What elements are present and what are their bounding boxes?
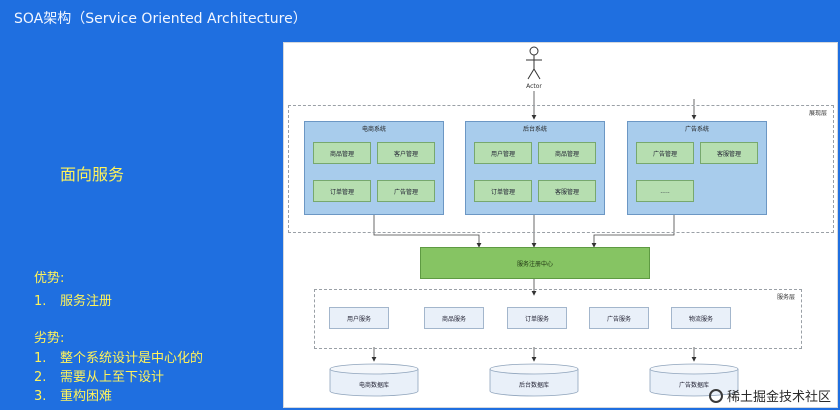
module-box: 广告管理 [636, 142, 694, 164]
disadvantage-item: 2. 需要从上至下设计 [34, 366, 164, 385]
juejin-logo-icon [708, 388, 723, 403]
advantage-item: 1. 服务注册 [34, 290, 112, 309]
presentation-layer: 展现层 [288, 105, 834, 233]
service-box: 物流服务 [671, 307, 731, 329]
system-backend: 后台系统 用户管理 商品管理 订单管理 客服管理 [465, 121, 605, 215]
module-box: 订单管理 [313, 180, 371, 202]
list-number: 1. [34, 351, 47, 366]
database-icon [329, 363, 419, 397]
list-text: 服务注册 [60, 294, 113, 309]
disadvantage-item: 3. 重构困难 [34, 385, 112, 404]
database-label: 后台数据库 [518, 382, 549, 389]
list-text: 重构困难 [60, 389, 113, 404]
actor-icon [526, 46, 542, 80]
database-label: 广告数据库 [678, 382, 709, 389]
section-heading: 面向服务 [60, 165, 125, 184]
module-box: 订单管理 [474, 180, 532, 202]
service-layer: 服务层 [314, 289, 802, 349]
module-box: 客服管理 [538, 180, 596, 202]
database-label: 电商数据库 [358, 382, 389, 389]
presentation-layer-label: 展现层 [808, 110, 827, 117]
service-box: 广告服务 [589, 307, 649, 329]
module-box: 商品管理 [538, 142, 596, 164]
actor: Actor [520, 45, 548, 90]
system-title: 广告系统 [684, 126, 709, 133]
actor-label: Actor [526, 83, 542, 90]
slide-title: SOA架构（Service Oriented Architecture） [14, 11, 307, 27]
service-box: 用户服务 [329, 307, 389, 329]
service-box: 商品服务 [424, 307, 484, 329]
database-icon [489, 363, 579, 397]
service-registry: 服务注册中心 [420, 247, 650, 279]
module-box: 用户管理 [474, 142, 532, 164]
service-box: 订单服务 [507, 307, 567, 329]
list-text: 整个系统设计是中心化的 [60, 351, 204, 366]
architecture-diagram: Actor 展现层 电商系统 商品管理 客户管理 订单管理 广告管理 后台系统 … [283, 42, 838, 408]
list-number: 1. [34, 294, 47, 309]
system-title: 后台系统 [522, 126, 547, 133]
list-number: 3. [34, 389, 47, 404]
module-box: 商品管理 [313, 142, 371, 164]
system-title: 电商系统 [361, 126, 386, 133]
disadvantage-item: 1. 整个系统设计是中心化的 [34, 347, 203, 366]
connector-lines [371, 91, 697, 362]
system-ecommerce: 电商系统 商品管理 客户管理 订单管理 广告管理 [304, 121, 444, 215]
list-number: 2. [34, 370, 47, 385]
watermark-text: 稀土掘金技术社区 [726, 390, 831, 405]
system-advertising: 广告系统 广告管理 客服管理 ..... [627, 121, 767, 215]
module-box: 客户管理 [377, 142, 435, 164]
list-text: 需要从上至下设计 [60, 370, 165, 385]
watermark: 稀土掘金技术社区 [708, 386, 831, 405]
service-layer-label: 服务层 [776, 294, 795, 301]
disadvantages-title: 劣势: [34, 331, 65, 346]
advantages-title: 优势: [34, 271, 65, 286]
module-box: ..... [636, 180, 694, 202]
module-box: 客服管理 [700, 142, 758, 164]
database-ecommerce: 电商数据库 [329, 363, 419, 397]
database-backend: 后台数据库 [489, 363, 579, 397]
module-box: 广告管理 [377, 180, 435, 202]
